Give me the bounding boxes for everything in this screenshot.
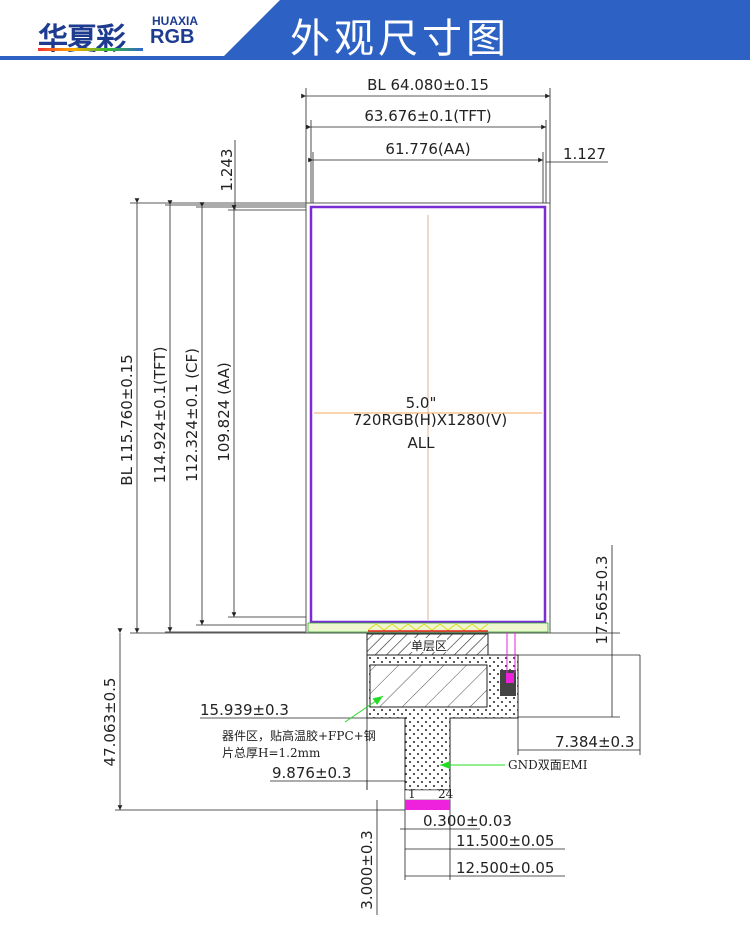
panel-resolution: 720RGB(H)X1280(V) — [353, 411, 507, 429]
pin-first-label: 1 — [408, 787, 416, 801]
pin-last-label: 24 — [438, 787, 454, 801]
lcd-panel: 5.0" 720RGB(H)X1280(V) ALL — [305, 202, 551, 634]
bl-width-label: BL 64.080±0.15 — [367, 76, 489, 94]
header-underline — [0, 56, 240, 60]
gnd-note: GND双面EMI — [508, 758, 588, 772]
logo-cn: 华夏彩 — [38, 22, 126, 57]
logo-en-bottom: RGB — [150, 26, 195, 48]
bl-height-label: BL 115.760±0.15 — [118, 354, 136, 485]
header-banner — [220, 0, 750, 60]
tail-length-label: 3.000±0.3 — [358, 830, 376, 909]
panel-size: 5.0" — [406, 394, 437, 412]
dimension-lines — [117, 93, 640, 915]
aa-height-label: 109.824 (AA) — [215, 362, 233, 461]
dimension-labels: BL 64.080±0.15 63.676±0.1(TFT) 61.776(AA… — [101, 76, 634, 910]
pin-span-label: 11.500±0.05 — [456, 832, 554, 850]
logo-en-top: HUAXIA — [152, 14, 199, 28]
component-arrow — [344, 695, 384, 723]
tail-width-label: 12.500±0.05 — [456, 859, 554, 877]
component-note-line1: 器件区，贴高温胶+FPC+钢 — [222, 728, 376, 743]
fpc-total-height-label: 47.063±0.5 — [101, 678, 119, 767]
tail-offset-label: 9.876±0.3 — [272, 764, 351, 782]
logo-stripe — [38, 48, 143, 51]
pin-contacts — [405, 800, 450, 810]
cf-height-label: 112.324±0.1 (CF) — [183, 348, 201, 482]
top-gap-label: 1.243 — [218, 149, 236, 192]
tft-width-label: 63.676±0.1(TFT) — [364, 107, 491, 125]
fpc-right-height-label: 17.565±0.3 — [593, 556, 611, 645]
aa-width-label: 61.776(AA) — [385, 140, 470, 158]
fpc-left-offset-label: 15.939±0.3 — [200, 701, 289, 719]
active-area-outline — [309, 205, 547, 624]
right-gap-label: 1.127 — [563, 145, 606, 163]
component-note-line2: 片总厚H=1.2mm — [222, 746, 321, 760]
tft-height-label: 114.924±0.1(TFT) — [151, 347, 169, 484]
pin-pitch-label: 0.300±0.03 — [423, 812, 512, 830]
fpc-right-offset-label: 7.384±0.3 — [555, 733, 634, 751]
panel-view: ALL — [408, 434, 436, 452]
page-title: 外观尺寸图 — [290, 16, 510, 62]
single-layer-label: 单层区 — [411, 639, 447, 653]
fpc: 单层区 1 24 — [344, 632, 519, 810]
header: 华夏彩 HUAXIA RGB 外观尺寸图 — [0, 0, 750, 62]
